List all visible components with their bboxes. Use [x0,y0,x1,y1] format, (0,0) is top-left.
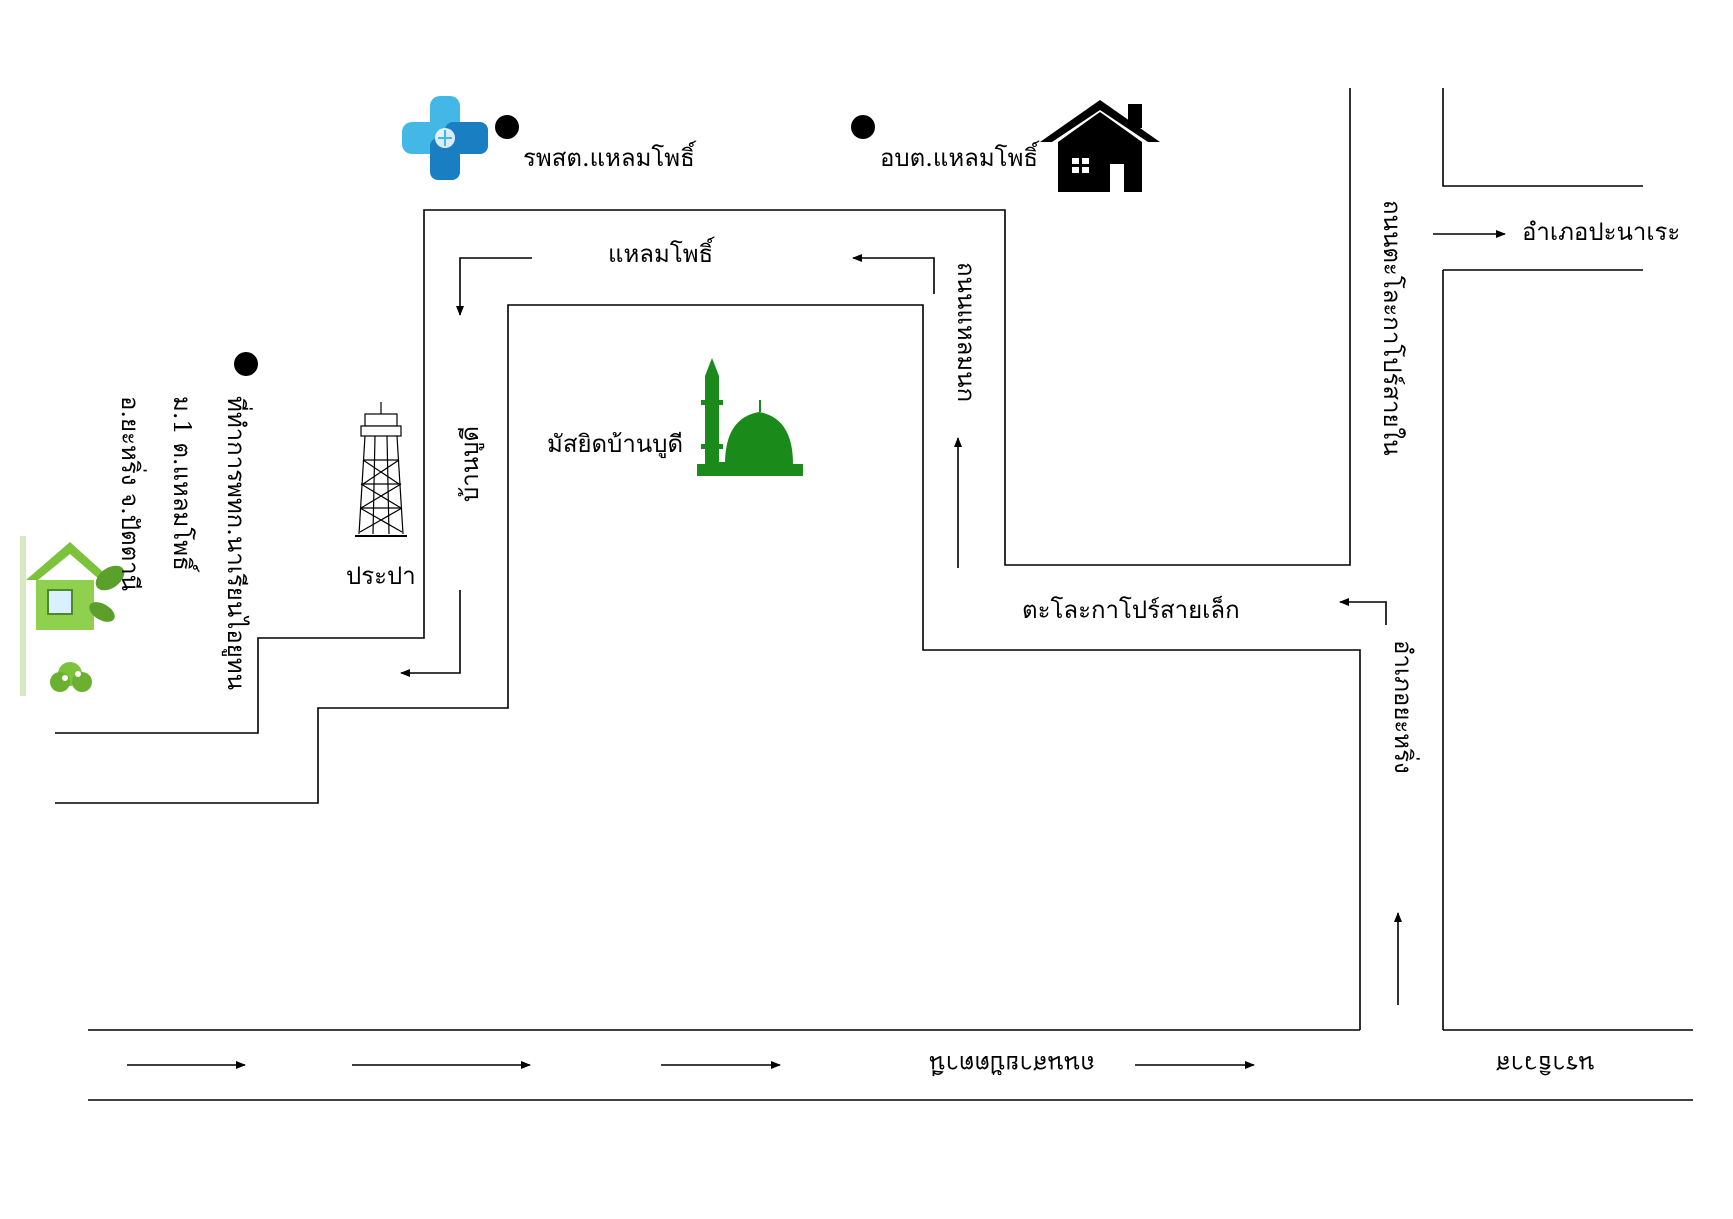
arrow-down-left [456,257,532,316]
laem-pho-road-label: แหลมโพธิ์ [608,236,716,268]
right-road-left-edge [55,88,1351,734]
green-house-logo-icon [20,532,125,700]
taloh-small-road-label: ตะโละกาโปร์สายเล็ก [1022,595,1240,624]
sao-dot [851,115,875,139]
house-icon [1040,100,1160,192]
office-dot [234,352,258,376]
inner-road [55,304,1361,1030]
address-line3-label: อ.ยะหริ่ง จ.ปัตตานี [116,396,147,591]
arrow-to-office [400,590,461,677]
address-line2-label: ม.1 ต.แหลมโพธิ์ [168,396,200,573]
taloh-kapo-road-label: ถนนตะโละกาโปร์สายใน [1378,200,1406,456]
district-pana-label: อำเภอปะนาเระ [1522,218,1680,246]
hospital-cross-icon [402,96,488,180]
road-lines [55,88,1693,1101]
direction-arrows [127,230,1506,1069]
water-tower-label: ประปา [346,562,416,590]
arrow-to-small-road [1339,598,1387,625]
main-road-label: ถนนสายปัตตานี [929,1050,1095,1078]
hospital-label: รพสต.แหลมโพธิ์ [523,140,697,172]
right-side-branch-upper [1442,88,1643,187]
arrow-to-laem-pho-top [852,254,935,294]
district-yaring-label: อำเภอยะหริ่ง [1389,640,1420,774]
address-line1-label: ที่ทำการพทก.นาเรียนไอยูทน [221,396,253,690]
sao-label: อบต.แหลมโพธิ์ [880,140,1040,172]
hospital-dot [495,115,519,139]
narathiwat-label: นราธิวาส [1496,1050,1595,1078]
ban-budi-label: บ้านบูดี [456,426,485,502]
mosque-icon [697,358,803,476]
water-tower-icon [355,402,407,537]
mosque-label: มัสยิดบ้านบูดี [547,430,683,459]
moo-road-label: ถนนแหลมนก [952,262,980,402]
